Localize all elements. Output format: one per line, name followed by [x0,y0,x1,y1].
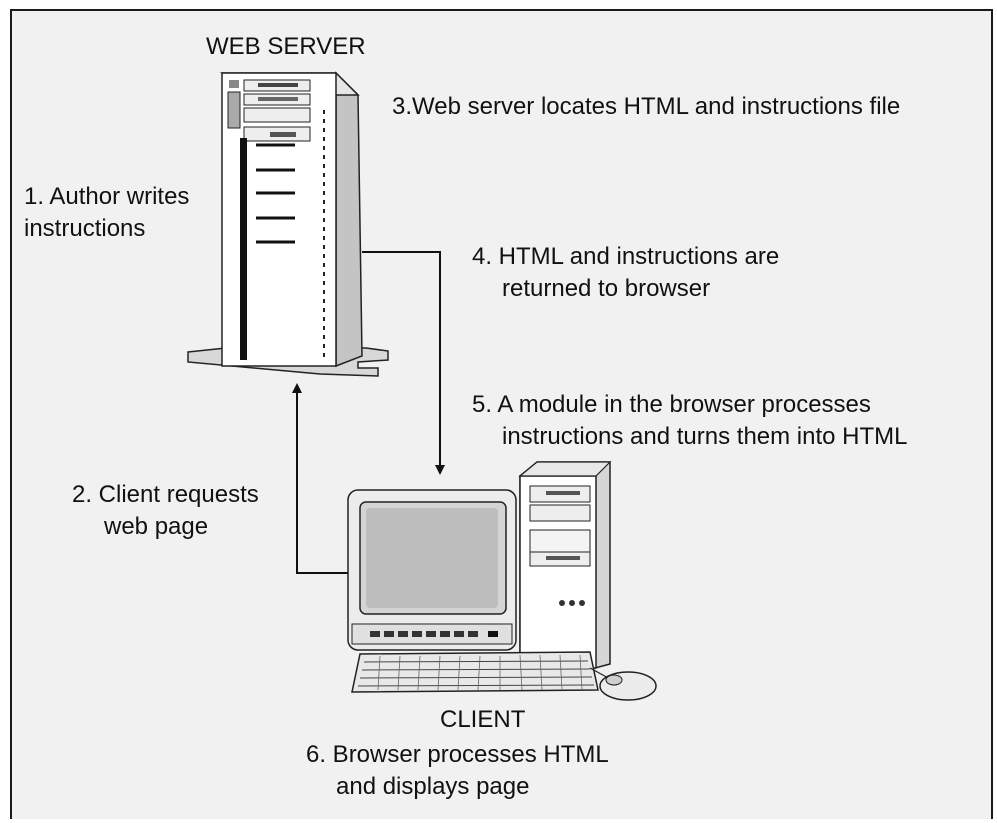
response-arrow [362,251,445,475]
client-computer-icon [347,461,657,701]
client-title: CLIENT [440,706,526,733]
step-4-line-2: returned to browser [502,275,711,302]
request-arrow [292,383,352,574]
step-6-line-1: 6. Browser processes HTML [306,741,609,768]
web-server-icon [187,71,389,377]
step-3-line-1: 3.Web server locates HTML and instructio… [392,93,901,120]
step-1-line-2: instructions [24,215,146,242]
step-1-line-1: 1. Author writes [24,183,190,210]
step-5-line-1: 5. A module in the browser processes [472,391,871,418]
server-title: WEB SERVER [206,33,366,60]
step-2-line-2: web page [104,513,209,540]
step-2-line-1: 2. Client requests [72,481,259,508]
step-5-line-2: instructions and turns them into HTML [502,423,908,450]
step-6-line-2: and displays page [336,773,530,800]
step-4-line-1: 4. HTML and instructions are [472,243,780,270]
